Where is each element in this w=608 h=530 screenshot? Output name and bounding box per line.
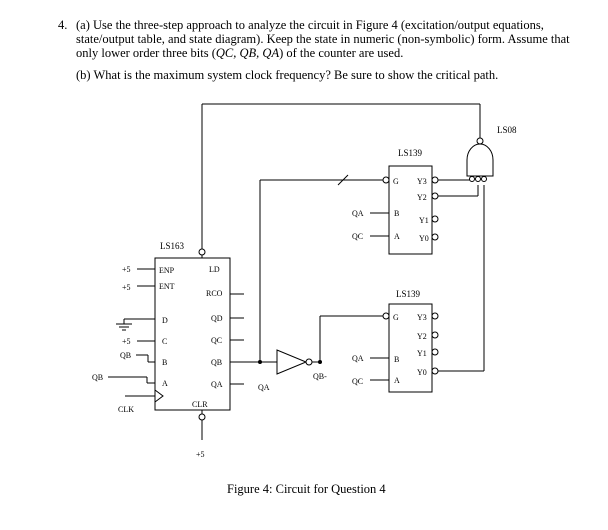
- decoder-top-b: B: [394, 209, 399, 218]
- decoder-bottom-y3: Y3: [417, 313, 427, 322]
- pin-qc: QC: [211, 336, 222, 345]
- part-a-suffix: ) of the counter are used.: [279, 46, 404, 60]
- decoder-top-y1: Y1: [419, 216, 429, 225]
- decoder-top-name: LS139: [398, 148, 423, 158]
- clock-input-triangle: [154, 389, 164, 403]
- decoder-bottom-y2: Y2: [417, 332, 427, 341]
- part-a-text: (a) Use the three-step approach to analy…: [76, 18, 570, 60]
- decoder-bottom-name: LS139: [396, 289, 421, 299]
- decoder-bottom-in-a: QC: [352, 377, 363, 386]
- question-part-a: (a) Use the three-step approach to analy…: [76, 18, 586, 60]
- decoder-bottom-y0: Y0: [417, 368, 427, 377]
- pin-d: D: [162, 316, 168, 325]
- counter-ls163: [154, 257, 231, 411]
- pin-a: A: [162, 379, 168, 388]
- nand-name: LS08: [497, 125, 517, 135]
- clr-input: +5: [196, 450, 205, 459]
- figure-caption: Figure 4: Circuit for Question 4: [227, 482, 386, 496]
- ld-inversion-bubble: [198, 248, 206, 256]
- pin-qb: QB: [211, 358, 222, 367]
- clr-inversion-bubble: [198, 413, 206, 421]
- decoder-top-y3: Y3: [417, 177, 427, 186]
- decoder-top-g: G: [393, 177, 399, 186]
- pin-clr: CLR: [192, 400, 208, 409]
- decoder-top-y2: Y2: [417, 193, 427, 202]
- pin-enp: ENP: [159, 266, 175, 275]
- nand-bubble: [476, 137, 484, 145]
- qa-output-label: QA: [258, 383, 270, 392]
- qb-bar-label: QB-: [313, 372, 327, 381]
- pin-qd: QD: [211, 314, 223, 323]
- decoder-bottom-a: A: [394, 376, 400, 385]
- a-input: QB: [92, 373, 103, 382]
- question-part-b: (b) What is the maximum system clock fre…: [76, 68, 499, 82]
- decoder-bottom-y1: Y1: [417, 349, 427, 358]
- nand-gate: [466, 143, 494, 177]
- b-input: QB: [120, 351, 131, 360]
- part-a-variables: QC, QB, QA: [215, 46, 280, 60]
- decoder-bottom-in-b: QA: [352, 354, 364, 363]
- enp-input: +5: [122, 265, 131, 274]
- decoder-bottom-g: G: [393, 313, 399, 322]
- pin-qa: QA: [211, 380, 223, 389]
- pin-rco: RCO: [206, 289, 223, 298]
- inverter-gate: [276, 349, 308, 375]
- decoder-top-y0: Y0: [419, 234, 429, 243]
- decoder-top-in-a: QC: [352, 232, 363, 241]
- pin-b: B: [162, 358, 167, 367]
- bus-slash: [337, 174, 349, 186]
- decoder-bottom: [388, 303, 433, 393]
- pin-ld: LD: [209, 265, 220, 274]
- pin-c: C: [162, 337, 167, 346]
- decoder-top-in-b: QA: [352, 209, 364, 218]
- decoder-top: [388, 165, 433, 255]
- ent-input: +5: [122, 283, 131, 292]
- pin-ent: ENT: [159, 282, 175, 291]
- question-number: 4.: [58, 18, 68, 32]
- c-input: +5: [122, 337, 131, 346]
- decoder-top-a: A: [394, 232, 400, 241]
- counter-name: LS163: [160, 241, 185, 251]
- decoder-bottom-b: B: [394, 355, 399, 364]
- inverter-bubble: [305, 358, 313, 366]
- clk-label: CLK: [118, 405, 134, 414]
